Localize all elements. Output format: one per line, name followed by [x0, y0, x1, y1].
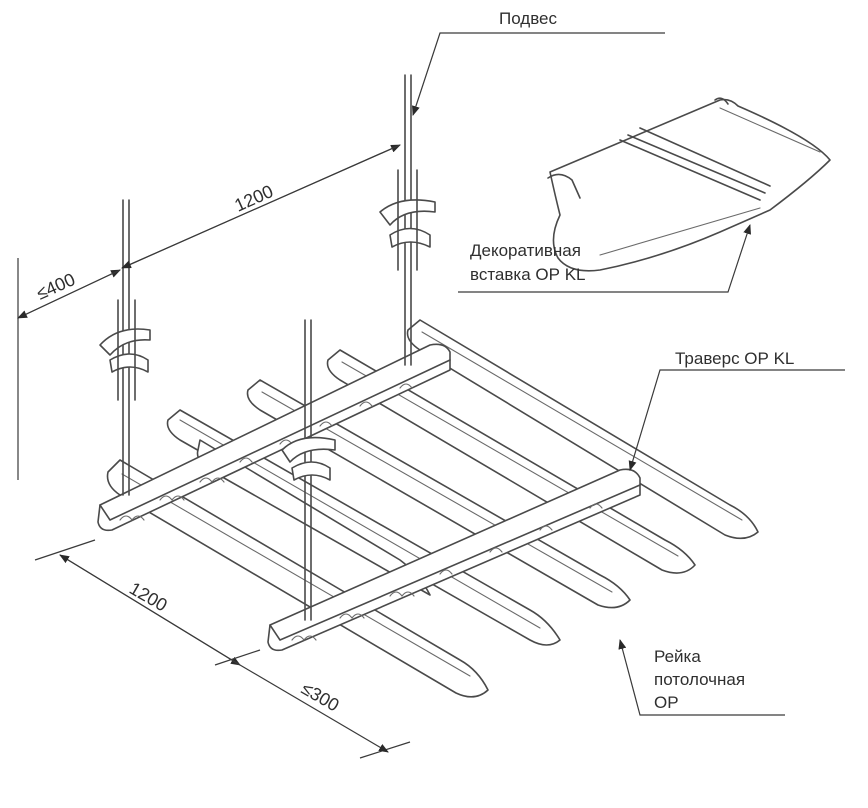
hanger-rod — [379, 74, 436, 366]
dim-label-top-1200: 1200 — [231, 181, 276, 216]
leader-reika — [618, 639, 785, 716]
leader-travers — [628, 369, 845, 471]
dim-label-bottom-300: ≤300 — [298, 678, 343, 715]
dimension-bottom-1200 — [34, 539, 241, 666]
dimension-left-400 — [17, 258, 121, 480]
decorative-insert-detail — [547, 97, 831, 272]
ceiling-rail — [406, 319, 759, 540]
leader-decor — [458, 224, 751, 293]
dim-label-left-400: ≤400 — [33, 269, 78, 304]
ceiling-rail — [106, 459, 489, 698]
label-decor-line2: вставка ОР KL — [470, 265, 586, 284]
label-decor-line1: Декоративная — [470, 241, 581, 260]
travers-beam-front — [267, 468, 641, 652]
label-reika-line1: Рейка — [654, 647, 701, 666]
label-reika-line2: потолочная — [654, 670, 745, 689]
label-podves: Подвес — [499, 9, 558, 28]
hanger-rod — [99, 199, 151, 496]
dimension-bottom-300 — [214, 649, 411, 759]
leader-podves — [412, 32, 665, 116]
label-travers: Траверс ОР KL — [675, 349, 794, 368]
ceiling-rails — [106, 319, 759, 698]
dimension-top-1200 — [121, 144, 401, 269]
travers-beam-back — [97, 343, 451, 532]
hanger-rod — [281, 319, 336, 621]
label-reika-line3: ОР — [654, 693, 679, 712]
dim-label-bottom-1200: 1200 — [126, 578, 171, 615]
